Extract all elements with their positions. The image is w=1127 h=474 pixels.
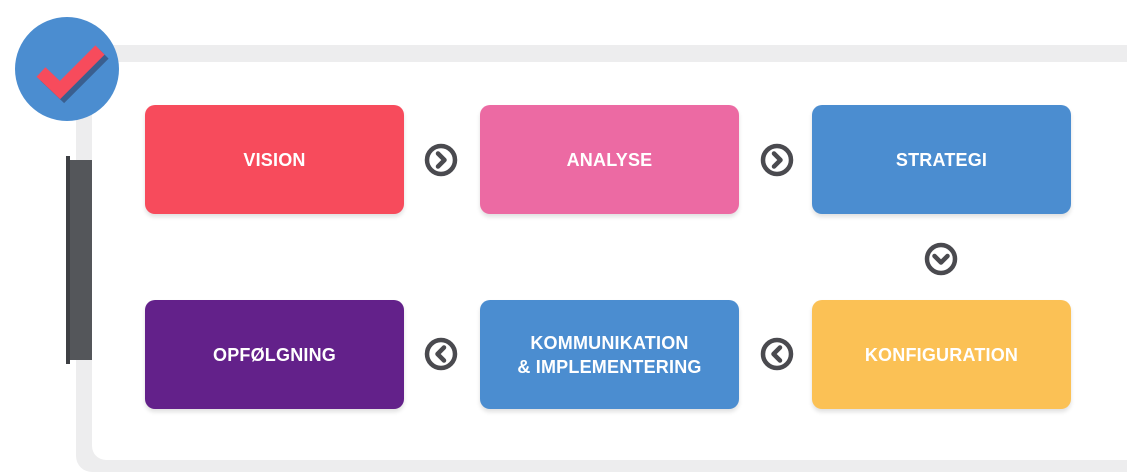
check-badge-icon xyxy=(15,17,119,121)
step-analyse-label: ANALYSE xyxy=(566,149,653,170)
step-opfoelgning-label: OPFØLGNING xyxy=(213,344,336,365)
chevron-right-circle-icon xyxy=(760,143,794,177)
chevron-left-circle-icon xyxy=(760,337,794,371)
chevron-left-circle-icon xyxy=(424,337,458,371)
step-analyse: ANALYSE xyxy=(480,105,739,214)
step-kommunikation-label: KOMMUNIKATION & IMPLEMENTERING xyxy=(517,332,702,377)
step-opfoelgning: OPFØLGNING xyxy=(145,300,404,409)
chevron-right-circle-icon xyxy=(424,143,458,177)
step-kommunikation: KOMMUNIKATION & IMPLEMENTERING xyxy=(480,300,739,409)
step-vision: VISION xyxy=(145,105,404,214)
step-konfiguration: KONFIGURATION xyxy=(812,300,1071,409)
chevron-down-circle-icon xyxy=(924,242,958,276)
step-strategi: STRATEGI xyxy=(812,105,1071,214)
step-strategi-label: STRATEGI xyxy=(895,149,988,170)
step-vision-label: VISION xyxy=(243,149,306,170)
step-konfiguration-label: KONFIGURATION xyxy=(864,344,1019,365)
